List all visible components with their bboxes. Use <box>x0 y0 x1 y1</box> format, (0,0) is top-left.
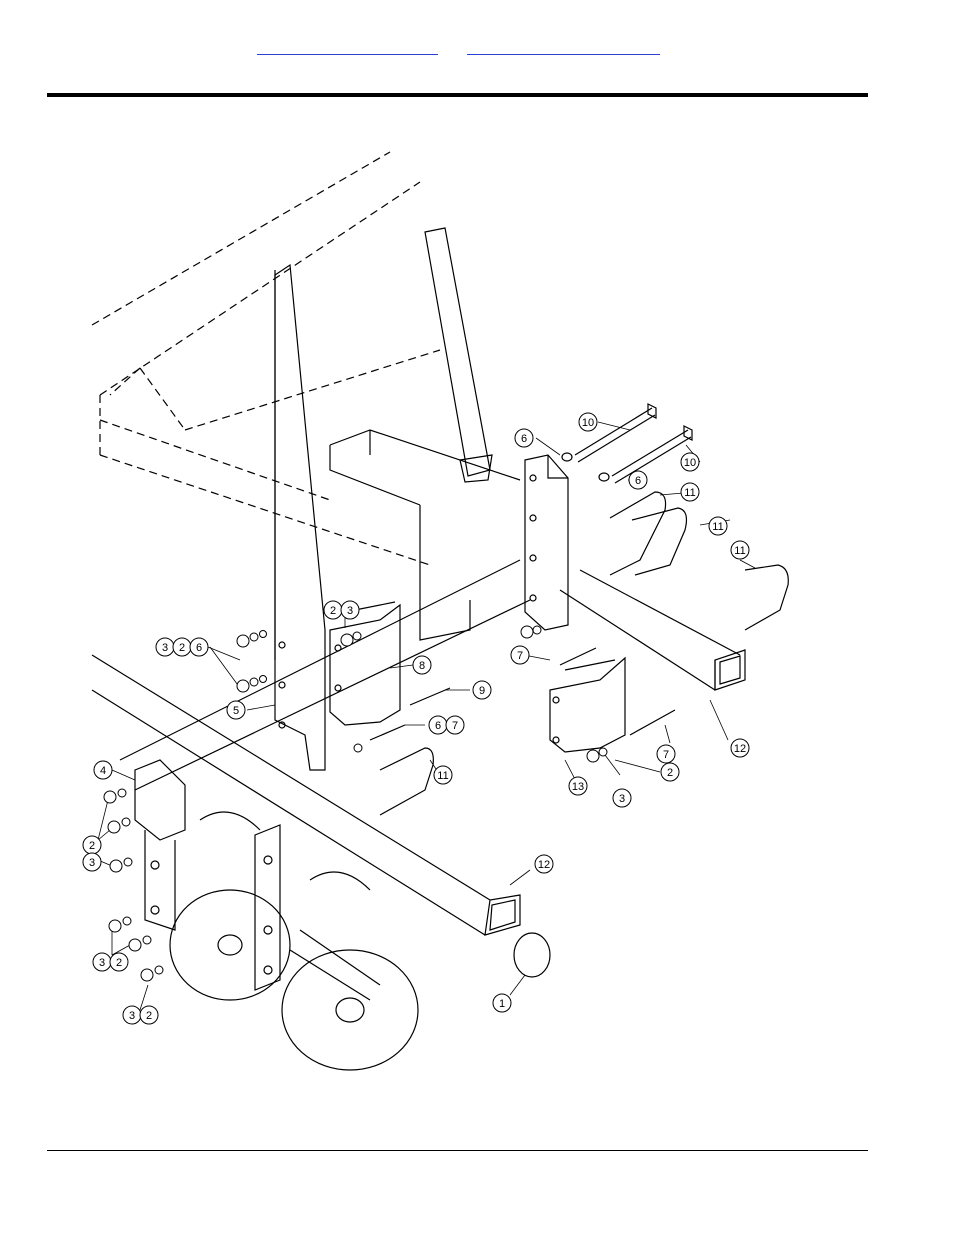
svg-text:10: 10 <box>582 417 594 429</box>
svg-text:12: 12 <box>734 743 746 755</box>
svg-text:11: 11 <box>684 487 695 499</box>
svg-text:3: 3 <box>129 1010 135 1022</box>
header-rule <box>47 93 868 97</box>
svg-text:11: 11 <box>734 545 745 557</box>
callout-3-left: 3 <box>156 638 174 656</box>
exploded-parts-diagram: 10 6 10 6 11 11 11 2 3 3 2 6 7 8 9 5 6 7… <box>70 140 870 1080</box>
callout-10-top: 10 <box>579 413 597 431</box>
callout-2-bottom-b: 2 <box>140 1006 158 1024</box>
header-links <box>0 40 954 60</box>
callout-6-left: 6 <box>190 638 208 656</box>
callout-2-upper: 2 <box>324 601 342 619</box>
frame-dashed-lines <box>92 152 440 565</box>
callout-11-lower: 11 <box>434 766 452 784</box>
callout-3-bottom-a: 3 <box>93 953 111 971</box>
svg-text:6: 6 <box>435 720 441 732</box>
callout-3-lower-left: 3 <box>83 853 101 871</box>
callout-11-b: 11 <box>709 517 727 535</box>
callout-5: 5 <box>227 701 245 719</box>
callout-7-mid2: 7 <box>446 716 464 734</box>
svg-text:9: 9 <box>479 685 485 697</box>
ubolt-11-lower <box>380 748 433 815</box>
right-tube-12 <box>560 570 745 690</box>
callout-3-upper: 3 <box>341 601 359 619</box>
callout-10-right: 10 <box>681 453 699 471</box>
footer-rule <box>47 1150 868 1151</box>
svg-text:11: 11 <box>437 770 448 782</box>
callout-13: 13 <box>569 777 587 795</box>
svg-text:3: 3 <box>89 857 95 869</box>
svg-text:11: 11 <box>712 521 723 533</box>
svg-text:5: 5 <box>233 705 239 717</box>
svg-text:10: 10 <box>684 457 696 469</box>
hardware-nuts <box>104 626 607 981</box>
callout-7-right: 7 <box>657 745 675 763</box>
header-link-1[interactable] <box>257 40 438 55</box>
svg-text:13: 13 <box>572 781 584 793</box>
callout-6-top: 6 <box>515 429 533 447</box>
disc-assembly <box>135 760 418 1070</box>
svg-text:7: 7 <box>517 650 523 662</box>
callout-9: 9 <box>473 681 491 699</box>
callout-balloons: 10 6 10 6 11 11 11 2 3 3 2 6 7 8 9 5 6 7… <box>83 413 749 1024</box>
mount-plate <box>525 455 568 630</box>
callout-12-right: 12 <box>731 739 749 757</box>
callout-12-lower: 12 <box>535 855 553 873</box>
bracket-13 <box>550 648 675 752</box>
svg-text:6: 6 <box>521 433 527 445</box>
svg-text:2: 2 <box>89 840 95 852</box>
svg-text:6: 6 <box>635 475 641 487</box>
svg-text:3: 3 <box>99 957 105 969</box>
callout-8: 8 <box>413 656 431 674</box>
svg-text:3: 3 <box>347 605 353 617</box>
svg-text:2: 2 <box>146 1010 152 1022</box>
svg-text:1: 1 <box>499 998 505 1010</box>
header-link-2[interactable] <box>467 40 660 55</box>
svg-text:2: 2 <box>116 957 122 969</box>
svg-text:2: 2 <box>667 767 673 779</box>
callout-6-right: 6 <box>629 471 647 489</box>
svg-text:3: 3 <box>619 793 625 805</box>
callout-11-c: 11 <box>731 541 749 559</box>
callout-11-a: 11 <box>681 483 699 501</box>
svg-text:4: 4 <box>100 765 106 777</box>
lower-tube-12 <box>92 655 550 977</box>
callout-3-bottom-b: 3 <box>123 1006 141 1024</box>
parts-drawing-svg: 10 6 10 6 11 11 11 2 3 3 2 6 7 8 9 5 6 7… <box>70 140 870 1080</box>
callout-2-left: 2 <box>173 638 191 656</box>
callout-2-bottom-a: 2 <box>110 953 128 971</box>
callout-2-right: 2 <box>661 763 679 781</box>
svg-text:12: 12 <box>538 859 550 871</box>
svg-text:3: 3 <box>162 642 168 654</box>
svg-text:2: 2 <box>179 642 185 654</box>
svg-text:2: 2 <box>330 605 336 617</box>
callout-1: 1 <box>493 994 511 1012</box>
callout-7-mid: 7 <box>511 646 529 664</box>
callout-3-right: 3 <box>613 789 631 807</box>
callout-6-mid: 6 <box>429 716 447 734</box>
callout-4: 4 <box>94 761 112 779</box>
diagonal-brace <box>425 228 492 482</box>
svg-text:7: 7 <box>663 749 669 761</box>
leader-lines <box>98 422 755 1010</box>
callout-2-lower-left: 2 <box>83 836 101 854</box>
plate-5 <box>275 265 325 770</box>
svg-text:7: 7 <box>452 720 458 732</box>
ubolts-11 <box>610 492 788 630</box>
svg-text:8: 8 <box>419 660 425 672</box>
svg-text:6: 6 <box>196 642 202 654</box>
